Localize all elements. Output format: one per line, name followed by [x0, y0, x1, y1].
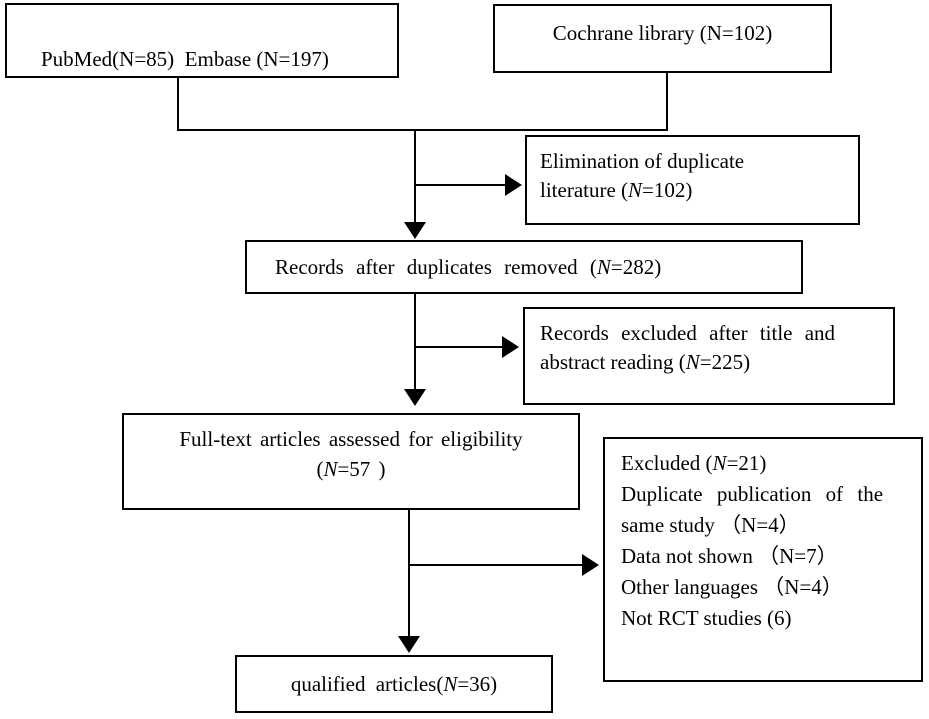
italic-n: N [628, 178, 643, 202]
arrowhead-right-elimination [505, 174, 522, 196]
excluded-line-3: same study （N=4） [621, 513, 800, 537]
excluded-line-1: Excluded (N=21) [621, 451, 767, 475]
arrowhead-right-title-excluded [502, 336, 519, 358]
fulltext-line-2: (N=57 ) [316, 457, 386, 481]
excluded-line-2: Duplicate publication of the [621, 482, 884, 506]
pubmed-embase-label: PubMed(N=85) Embase (N=197) [41, 47, 329, 71]
connector-right-source-down [666, 73, 668, 131]
box-cochrane-library: Cochrane library (N=102) [493, 4, 832, 73]
connector-main-3 [408, 510, 410, 637]
box-fulltext-eligibility: Full-text articles assessed for eligibil… [122, 413, 580, 510]
arrowhead-down-2 [404, 389, 426, 406]
connector-main-2 [414, 294, 416, 390]
connector-branch-elimination [415, 184, 505, 186]
box-excluded-reasons: Excluded (N=21) Duplicate publication of… [603, 437, 923, 682]
excluded-line-4: Data not shown （N=7） [621, 544, 838, 568]
italic-n: N [712, 451, 727, 475]
connector-main-1 [414, 130, 416, 223]
connector-branch-excluded [409, 564, 582, 566]
connector-branch-title-excluded [415, 346, 502, 348]
excluded-line-5: Other languages （N=4） [621, 575, 843, 599]
cochrane-library-label: Cochrane library (N=102) [552, 21, 773, 45]
elimination-line-2: literature (N=102) [540, 178, 693, 202]
elimination-line-1: Elimination of duplicate [540, 149, 745, 173]
arrowhead-down-3 [398, 636, 420, 653]
box-pubmed-embase: PubMed(N=85) Embase (N=197) [5, 3, 399, 78]
italic-n: N [443, 671, 458, 696]
connector-merge-horizontal [177, 129, 668, 131]
arrowhead-down-1 [404, 222, 426, 239]
italic-n: N [323, 457, 338, 481]
fulltext-line-1: Full-text articles assessed for eligibil… [179, 427, 523, 451]
title-excluded-line-1: Records excluded after title and [540, 321, 836, 345]
title-excluded-line-2: abstract reading (N=225) [540, 350, 751, 374]
qualified-label: qualified articles(N=36) [290, 671, 498, 696]
excluded-line-6: Not RCT studies (6) [621, 606, 792, 630]
box-elimination-duplicates: Elimination of duplicate literature (N=1… [525, 135, 860, 225]
connector-left-source-down [177, 78, 179, 131]
italic-n: N [596, 254, 611, 279]
box-records-excluded-title-abstract: Records excluded after title and abstrac… [523, 307, 895, 405]
box-records-after-duplicates: Records after duplicates removed (N=282) [245, 240, 803, 294]
box-qualified-articles: qualified articles(N=36) [235, 655, 553, 713]
records-label: Records after duplicates removed (N=282) [275, 254, 662, 279]
italic-n: N [685, 350, 700, 374]
arrowhead-right-excluded [582, 554, 599, 576]
